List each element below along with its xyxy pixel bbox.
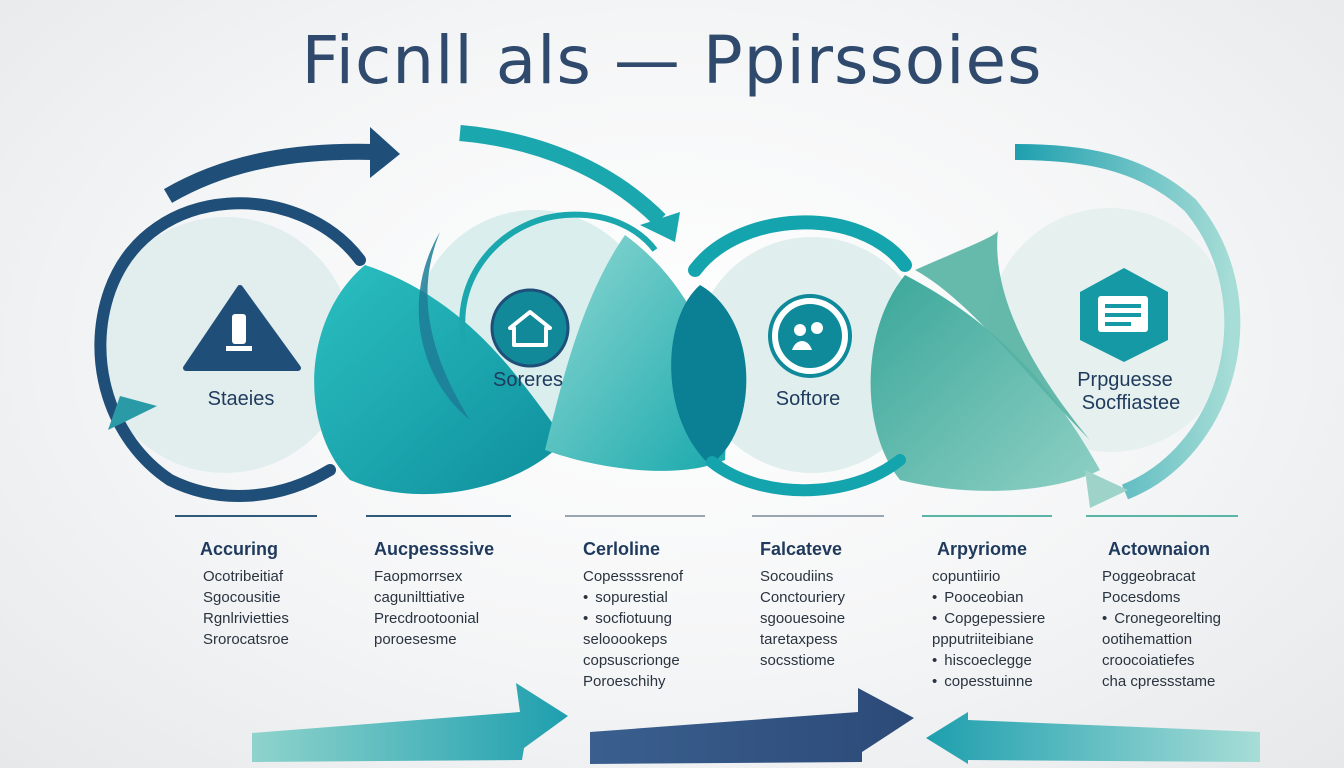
column-3: Cerloline Copessssrenof sopurestial socf… — [565, 515, 705, 692]
column-line: poroesesme — [374, 631, 457, 648]
column-line: ootihemattion — [1102, 631, 1193, 648]
column-divider — [1086, 515, 1238, 517]
arrow-top-1 — [163, 143, 376, 203]
lens-shape-3 — [671, 285, 747, 465]
stage-1-ring — [94, 197, 366, 503]
column-line: taretaxpess — [760, 631, 838, 648]
stage-3-ring-bottom — [706, 454, 906, 497]
column-line: sgoouesoine — [760, 610, 846, 627]
column-line: ppputriiteibiane — [932, 631, 1034, 648]
arrow-head-right — [1085, 470, 1128, 508]
bottom-arrow-3 — [926, 712, 1260, 764]
stage-4-label-line2: Socffiastee — [1082, 392, 1181, 414]
document-hexagon-icon — [1080, 268, 1168, 362]
column-6: Actownaion Poggeobracat Pocesdoms Croneg… — [1086, 515, 1238, 692]
stage-3-label: Softore — [776, 388, 840, 410]
column-heading: Cerloline — [583, 539, 661, 559]
column-line: Ocotribeitiaf — [203, 568, 284, 585]
lens-shape-4b — [915, 230, 1090, 440]
stage-2-label: Soreres — [493, 369, 563, 391]
column-bullet: Pooceobian — [932, 587, 1052, 608]
column-line: Faopmorrsex — [374, 568, 463, 585]
bottom-arrow-1 — [252, 683, 568, 762]
stage-4-label-line1: Prpguesse — [1077, 369, 1173, 391]
column-line: cha cpressstame — [1102, 673, 1216, 690]
arrow-head-top-2 — [640, 212, 680, 242]
column-line: Socoudiins — [760, 568, 834, 585]
column-heading: Falcateve — [760, 539, 843, 559]
column-divider — [922, 515, 1052, 517]
column-line: Srorocatsroe — [203, 631, 289, 648]
column-bullet: sopurestial — [583, 587, 705, 608]
column-line: Rgnlrivietties — [203, 610, 289, 627]
column-divider — [175, 515, 317, 517]
house-icon — [490, 288, 570, 368]
column-line: Poroeschihy — [583, 673, 666, 690]
stage-4-ring — [1014, 144, 1241, 500]
column-line: cagunilttiative — [374, 589, 465, 606]
column-bullet: copesstuinne — [932, 671, 1052, 692]
column-bullet: socfiotuung — [583, 608, 705, 629]
column-divider — [366, 515, 511, 517]
lens-shape-1b — [418, 232, 470, 420]
column-line: Pocesdoms — [1102, 589, 1181, 606]
arrow-head-left — [108, 396, 157, 430]
column-heading: Arpyriome — [937, 539, 1028, 559]
column-bullet: Cronegeorelting — [1102, 608, 1238, 629]
lens-shape-4 — [870, 275, 1100, 491]
column-bullet: Copgepessiere — [932, 608, 1052, 629]
column-heading: Actownaion — [1108, 539, 1210, 559]
arrow-top-2 — [459, 125, 666, 226]
column-5: Arpyriome copuntiirio Pooceobian Copgepe… — [922, 515, 1052, 692]
column-line: Poggeobracat — [1102, 568, 1196, 585]
stage-1-label: Staeies — [208, 388, 275, 410]
column-divider — [752, 515, 884, 517]
column-line: Precdrootoonial — [374, 610, 480, 627]
column-line: Conctouriery — [760, 589, 846, 606]
column-line: Copessssrenof — [583, 568, 684, 585]
arrow-head-top-1 — [370, 127, 400, 178]
stage-3-ring-top — [688, 215, 912, 277]
column-divider — [565, 515, 705, 517]
column-heading: Aucpessssive — [374, 539, 495, 559]
people-icon — [768, 294, 852, 378]
column-line: copsuscrionge — [583, 652, 680, 669]
bottom-arrow-2 — [590, 688, 914, 764]
stage-2-ring — [459, 211, 658, 346]
column-heading: Accuring — [200, 539, 279, 559]
column-line: copuntiirio — [932, 568, 1001, 585]
column-line: Sgocousitie — [203, 589, 281, 606]
column-line: croocoiatiefes — [1102, 652, 1195, 669]
column-line: selooookeps — [583, 631, 668, 648]
column-line: socsstiome — [760, 652, 836, 669]
column-4: Falcateve Socoudiins Conctouriery sgooue… — [752, 515, 884, 671]
column-2: Aucpessssive Faopmorrsex cagunilttiative… — [366, 515, 511, 650]
column-1: Accuring Ocotribeitiaf Sgocousitie Rgnlr… — [175, 515, 317, 650]
column-bullet: hiscoeclegge — [932, 650, 1052, 671]
page-title: Ficnll als — Ppirssoies — [301, 22, 1043, 99]
warning-triangle-icon — [183, 285, 301, 371]
